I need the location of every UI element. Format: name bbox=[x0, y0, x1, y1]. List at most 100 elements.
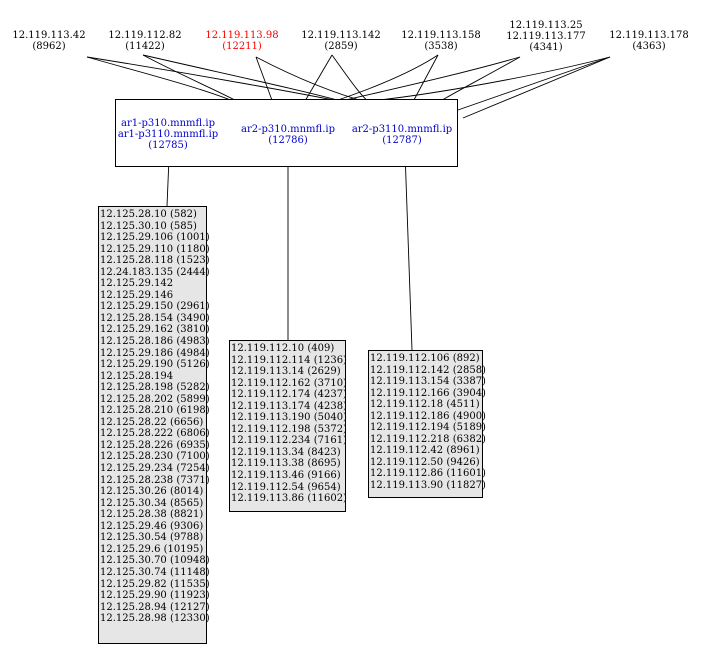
list-item[interactable]: 12.119.113.86 (11602) bbox=[231, 493, 347, 505]
list-item[interactable]: 12.119.112.198 (5372) bbox=[231, 423, 347, 435]
list-item[interactable]: 12.125.29.6 (10195) bbox=[100, 543, 204, 555]
list-item[interactable]: 12.125.29.90 (11923) bbox=[100, 590, 210, 602]
list-item[interactable]: 12.119.113.14 (2629) bbox=[231, 366, 341, 378]
node-ip: 12.119.112.82 bbox=[108, 30, 182, 41]
top-node-7[interactable]: 12.119.113.178 (4363) bbox=[609, 30, 689, 52]
node-id: (12211) bbox=[222, 41, 262, 52]
list-item[interactable]: 12.125.28.38 (8821) bbox=[100, 509, 204, 521]
list-item[interactable]: 12.119.112.194 (5189) bbox=[370, 422, 486, 434]
node-ip: 12.119.113.98 bbox=[205, 30, 279, 41]
list-item[interactable]: 12.119.112.114 (1236) bbox=[231, 354, 347, 366]
router-id: (12786) bbox=[268, 135, 308, 146]
address-list-box: 12.125.28.10 (582)12.125.30.10 (585)12.1… bbox=[98, 206, 210, 644]
list-item[interactable]: 12.119.112.10 (409) bbox=[231, 343, 335, 354]
list-item[interactable]: 12.125.28.10 (582) bbox=[100, 209, 197, 220]
list-item[interactable]: 12.119.113.154 (3387) bbox=[370, 376, 486, 388]
list-item[interactable]: 12.125.28.230 (7100) bbox=[100, 451, 210, 463]
list-item[interactable]: 12.125.29.234 (7254) bbox=[100, 463, 210, 475]
list-item[interactable]: 12.125.28.238 (7371) bbox=[100, 474, 210, 486]
top-node-1[interactable]: 12.119.113.42 (8962) bbox=[11, 30, 87, 52]
router-name: ar2-p3110.mnmfl.ip bbox=[351, 124, 453, 135]
router-name-2: ar1-p3110.mnmfl.ip bbox=[117, 129, 219, 140]
list-item[interactable]: 12.125.30.34 (8565) bbox=[100, 497, 204, 509]
list-item[interactable]: 12.125.29.46 (9306) bbox=[100, 520, 204, 532]
list-item[interactable]: 12.125.29.82 (11535) bbox=[100, 578, 210, 590]
list-item[interactable]: 12.125.28.222 (6806) bbox=[100, 428, 210, 440]
router-group-box bbox=[115, 99, 458, 167]
list-item[interactable]: 12.125.30.74 (11148) bbox=[100, 566, 210, 578]
list-item[interactable]: 12.119.112.142 (2858) bbox=[370, 364, 486, 376]
node-id: (4363) bbox=[632, 41, 666, 52]
list-item[interactable]: 12.125.29.146 bbox=[100, 289, 174, 301]
node-id: (8962) bbox=[32, 41, 66, 52]
list-item[interactable]: 12.119.112.174 (4237) bbox=[231, 389, 347, 401]
list-item[interactable]: 12.125.30.54 (9788) bbox=[100, 532, 204, 544]
router-2[interactable]: ar2-p310.mnmfl.ip (12786) bbox=[237, 124, 339, 146]
list-item[interactable]: 12.119.112.42 (8961) bbox=[370, 445, 480, 457]
list-item[interactable]: 12.119.112.18 (4511) bbox=[370, 399, 480, 411]
list-item[interactable]: 12.24.183.135 (2444) bbox=[100, 266, 210, 278]
router-3[interactable]: ar2-p3110.mnmfl.ip (12787) bbox=[350, 124, 454, 146]
list-item[interactable]: 12.119.112.54 (9654) bbox=[231, 481, 341, 493]
list-item[interactable]: 12.119.113.190 (5040) bbox=[231, 412, 347, 424]
list-item[interactable]: 12.125.30.10 (585) bbox=[100, 220, 197, 232]
list-item[interactable]: 12.125.28.22 (6656) bbox=[100, 416, 204, 428]
list-item[interactable]: 12.119.112.50 (9426) bbox=[370, 456, 480, 468]
top-node-2[interactable]: 12.119.112.82 (11422) bbox=[107, 30, 183, 52]
list-item[interactable]: 12.125.29.190 (5126) bbox=[100, 359, 210, 371]
list-item[interactable]: 12.125.29.162 (3810) bbox=[100, 324, 210, 336]
edge bbox=[404, 151, 413, 351]
list-item[interactable]: 12.125.28.154 (3490) bbox=[100, 312, 210, 324]
list-item[interactable]: 12.119.113.38 (8695) bbox=[231, 458, 341, 470]
list-item[interactable]: 12.125.28.186 (4983) bbox=[100, 336, 210, 348]
top-node-6[interactable]: 12.119.113.25 12.119.113.177 (4341) bbox=[504, 20, 588, 53]
edge bbox=[462, 56, 611, 119]
address-list-box: 12.119.112.10 (409)12.119.112.114 (1236)… bbox=[229, 340, 347, 512]
list-item[interactable]: 12.119.112.186 (4900) bbox=[370, 410, 486, 422]
list-item[interactable]: 12.119.112.162 (3710) bbox=[231, 377, 347, 389]
router-name: ar1-p310.mnmfl.ip bbox=[120, 118, 215, 129]
list-item[interactable]: 12.119.112.86 (11601) bbox=[370, 468, 486, 480]
list-item[interactable]: 12.125.28.198 (5282) bbox=[100, 382, 210, 394]
list-item[interactable]: 12.119.112.166 (3904) bbox=[370, 387, 486, 399]
node-id: (3538) bbox=[424, 41, 458, 52]
node-id: (2859) bbox=[324, 41, 358, 52]
address-list-box: 12.119.112.106 (892)12.119.112.142 (2858… bbox=[368, 350, 486, 498]
top-node-3[interactable]: 12.119.113.98 (12211) bbox=[204, 30, 280, 52]
list-item[interactable]: 12.119.112.218 (6382) bbox=[370, 433, 486, 445]
router-id: (12787) bbox=[382, 135, 422, 146]
list-item[interactable]: 12.125.29.106 (1001) bbox=[100, 232, 210, 244]
list-item[interactable]: 12.125.29.110 (1180) bbox=[100, 243, 210, 255]
list-item[interactable]: 12.119.112.234 (7161) bbox=[231, 435, 347, 447]
list-item[interactable]: 12.119.112.106 (892) bbox=[370, 353, 480, 364]
list-item[interactable]: 12.125.28.94 (12127) bbox=[100, 601, 210, 613]
list-item[interactable]: 12.125.28.210 (6198) bbox=[100, 405, 210, 417]
list-item[interactable]: 12.125.30.26 (8014) bbox=[100, 486, 204, 498]
node-ip: 12.119.113.178 bbox=[609, 30, 689, 41]
edge bbox=[142, 54, 349, 104]
list-item[interactable]: 12.125.28.226 (6935) bbox=[100, 439, 210, 451]
list-item[interactable]: 12.125.28.118 (1523) bbox=[100, 255, 210, 267]
list-item[interactable]: 12.125.29.150 (2961) bbox=[100, 301, 210, 313]
router-name: ar2-p310.mnmfl.ip bbox=[240, 124, 335, 135]
edge bbox=[86, 56, 349, 104]
node-ip-2: 12.119.113.177 bbox=[506, 31, 586, 42]
node-id: (4341) bbox=[529, 42, 563, 53]
node-ip: 12.119.113.158 bbox=[401, 30, 481, 41]
router-1[interactable]: ar1-p310.mnmfl.ip ar1-p3110.mnmfl.ip (12… bbox=[116, 118, 220, 151]
list-item[interactable]: 12.119.113.174 (4238) bbox=[231, 400, 347, 412]
node-ip: 12.119.113.42 bbox=[12, 30, 86, 41]
list-item[interactable]: 12.125.28.194 bbox=[100, 370, 174, 382]
list-item[interactable]: 12.119.113.90 (11827) bbox=[370, 480, 486, 492]
top-node-4[interactable]: 12.119.113.142 (2859) bbox=[301, 30, 381, 52]
list-item[interactable]: 12.119.113.46 (9166) bbox=[231, 470, 341, 482]
list-item[interactable]: 12.125.30.70 (10948) bbox=[100, 555, 210, 567]
edge bbox=[434, 56, 611, 119]
list-item[interactable]: 12.125.28.98 (12330) bbox=[100, 613, 210, 625]
list-item[interactable]: 12.125.28.202 (5899) bbox=[100, 393, 210, 405]
top-node-5[interactable]: 12.119.113.158 (3538) bbox=[401, 30, 481, 52]
list-item[interactable]: 12.125.29.186 (4984) bbox=[100, 347, 210, 359]
node-ip: 12.119.113.25 bbox=[509, 20, 583, 31]
list-item[interactable]: 12.119.113.34 (8423) bbox=[231, 446, 341, 458]
list-item[interactable]: 12.125.29.142 bbox=[100, 278, 174, 290]
